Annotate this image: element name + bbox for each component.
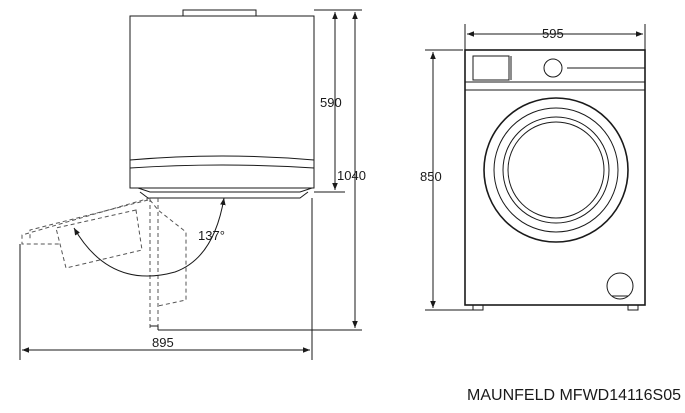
service-hatch-icon (606, 272, 634, 300)
side-base (137, 187, 313, 193)
side-body-curve (129, 155, 315, 161)
side-body (129, 15, 315, 189)
door-angle-label: 137° (198, 228, 225, 243)
door-angle-arc (73, 197, 226, 277)
total-height-label: 1040 (337, 168, 366, 183)
width-label: 595 (542, 26, 564, 41)
door-half-open-outline (149, 199, 187, 307)
door-open-outline-2 (29, 199, 149, 240)
side-top-handle (182, 9, 257, 17)
front-foot-left (472, 304, 484, 311)
detergent-drawer (472, 55, 510, 81)
door-bottom (150, 325, 159, 330)
side-feet (139, 191, 309, 199)
front-body (464, 49, 646, 306)
door-outer-ring (483, 97, 629, 243)
side-view: 137° 590 1040 895 (19, 9, 366, 360)
height-label: 850 (420, 169, 442, 184)
door-glass (502, 116, 610, 224)
open-depth-label: 895 (152, 335, 174, 350)
front-foot-right (627, 304, 639, 311)
upper-height-label: 590 (320, 95, 342, 110)
door-ring (493, 107, 619, 233)
model-caption: MAUNFELD MFWD14116S05 (467, 387, 681, 404)
side-body-curve-2 (129, 164, 315, 169)
program-knob-icon (543, 58, 563, 78)
door-glass-inner (507, 121, 605, 219)
front-view: 595 850 (420, 24, 646, 311)
